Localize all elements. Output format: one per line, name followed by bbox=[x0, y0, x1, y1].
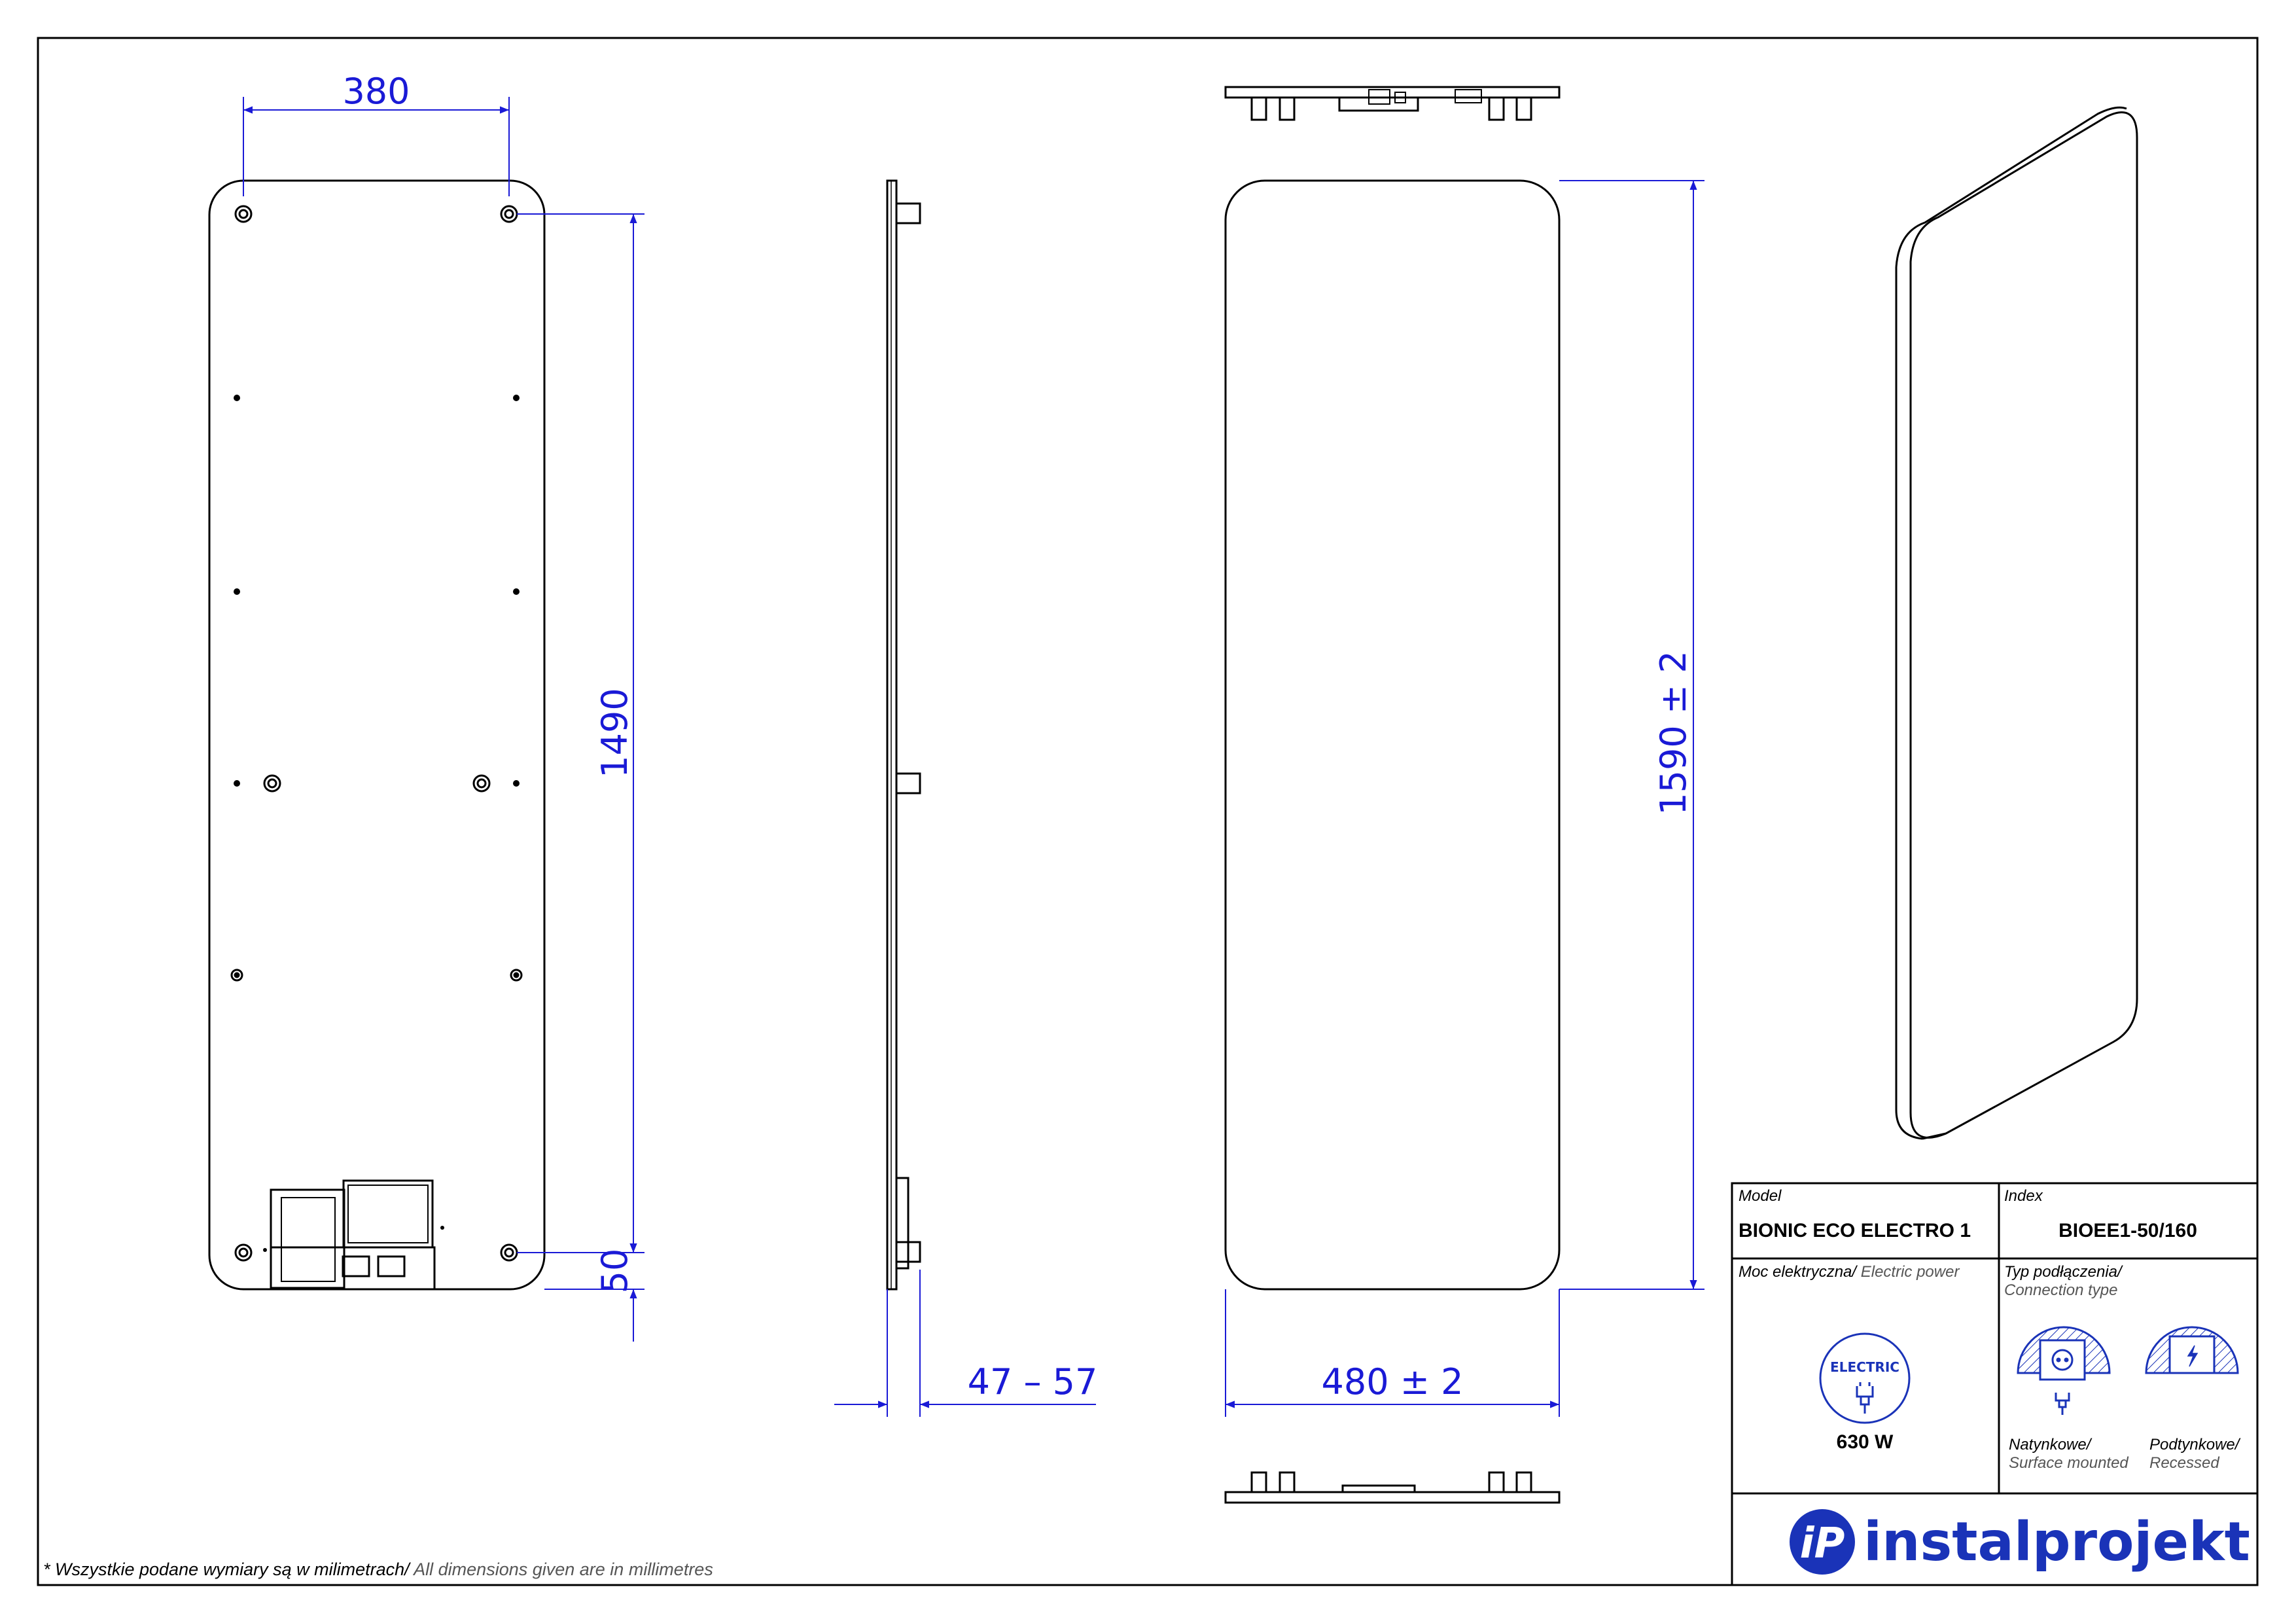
side-view bbox=[886, 179, 921, 1291]
dimension-1490 bbox=[517, 213, 645, 1253]
instalprojekt-logo: iP bbox=[1790, 1509, 1855, 1575]
brand-name: instalprojekt bbox=[1863, 1511, 2250, 1573]
surface-mounted-icon bbox=[2017, 1326, 2111, 1415]
surface-mounted-pl: Natynkowe/ bbox=[2009, 1436, 2093, 1454]
front-panel-outline bbox=[1224, 179, 1561, 1291]
top-view-body bbox=[1224, 86, 1561, 99]
power-value: 630 W bbox=[1837, 1431, 1894, 1453]
dimension-depth bbox=[834, 1270, 1096, 1417]
dim-label-50: 50 bbox=[594, 1249, 635, 1294]
power-label: Moc elektryczna/ Electric power bbox=[1739, 1263, 1960, 1281]
dim-label-1490: 1490 bbox=[594, 688, 635, 777]
dimension-1590 bbox=[1559, 180, 1704, 1290]
logo-letters: iP bbox=[1800, 1520, 1845, 1568]
dimension-480 bbox=[1225, 1289, 1560, 1417]
index-label: Index bbox=[2004, 1187, 2043, 1205]
mounting-hole bbox=[500, 1243, 518, 1262]
thermostat-housing bbox=[270, 1188, 345, 1289]
dimension-50 bbox=[544, 1217, 645, 1342]
surface-mounted-en: Surface mounted bbox=[2009, 1454, 2128, 1472]
side-control-box bbox=[895, 1177, 910, 1270]
recessed-icon bbox=[2145, 1326, 2239, 1374]
connection-label-en: Connection type bbox=[2004, 1281, 2117, 1299]
bottom-view bbox=[1224, 1471, 1561, 1504]
index-value: BIOEE1-50/160 bbox=[2058, 1220, 2197, 1241]
dimension-380 bbox=[243, 97, 510, 196]
top-view bbox=[1224, 86, 1561, 121]
connection-label-pl: Typ podłączenia/ bbox=[2004, 1263, 2123, 1281]
thermostat-housing-inner bbox=[281, 1197, 336, 1282]
cable-gland bbox=[342, 1255, 370, 1277]
control-box-inner bbox=[347, 1185, 429, 1243]
model-value: BIONIC ECO ELECTRO 1 bbox=[1739, 1220, 1971, 1241]
sheet-border bbox=[37, 37, 2259, 1586]
recessed-en: Recessed bbox=[2149, 1454, 2219, 1472]
mounting-hole bbox=[472, 774, 491, 793]
dim-label-380: 380 bbox=[342, 71, 410, 112]
perspective-view bbox=[1895, 106, 2138, 1140]
mounting-hole bbox=[234, 1243, 253, 1262]
mounting-hole bbox=[500, 205, 518, 223]
front-view bbox=[1224, 179, 1561, 1291]
cable-gland bbox=[377, 1255, 406, 1277]
bottom-view-body bbox=[1224, 1491, 1561, 1504]
bottom-bracket bbox=[270, 1246, 436, 1291]
recessed-pl: Podtynkowe/ bbox=[2149, 1436, 2241, 1454]
screw-point bbox=[230, 969, 243, 982]
side-bracket bbox=[895, 202, 921, 224]
dim-label-480: 480 ± 2 bbox=[1321, 1361, 1463, 1402]
rear-panel-outline bbox=[208, 179, 546, 1291]
electric-plug-icon bbox=[1819, 1332, 1911, 1424]
rear-view-dots bbox=[234, 395, 520, 1252]
side-bracket bbox=[895, 772, 921, 794]
model-label: Model bbox=[1739, 1187, 1782, 1205]
screw-point bbox=[510, 969, 523, 982]
mounting-hole bbox=[234, 205, 253, 223]
dim-label-depth: 47 – 57 bbox=[968, 1361, 1098, 1402]
mounting-hole bbox=[263, 774, 281, 793]
rear-view bbox=[208, 179, 546, 1291]
footnote: * Wszystkie podane wymiary są w milimetr… bbox=[43, 1560, 713, 1579]
title-block bbox=[1731, 1182, 2259, 1586]
dim-label-1590: 1590 ± 2 bbox=[1653, 651, 1694, 815]
control-box bbox=[342, 1179, 434, 1249]
electric-badge-text: ELECTRIC bbox=[1830, 1359, 1899, 1375]
side-panel bbox=[886, 179, 898, 1291]
